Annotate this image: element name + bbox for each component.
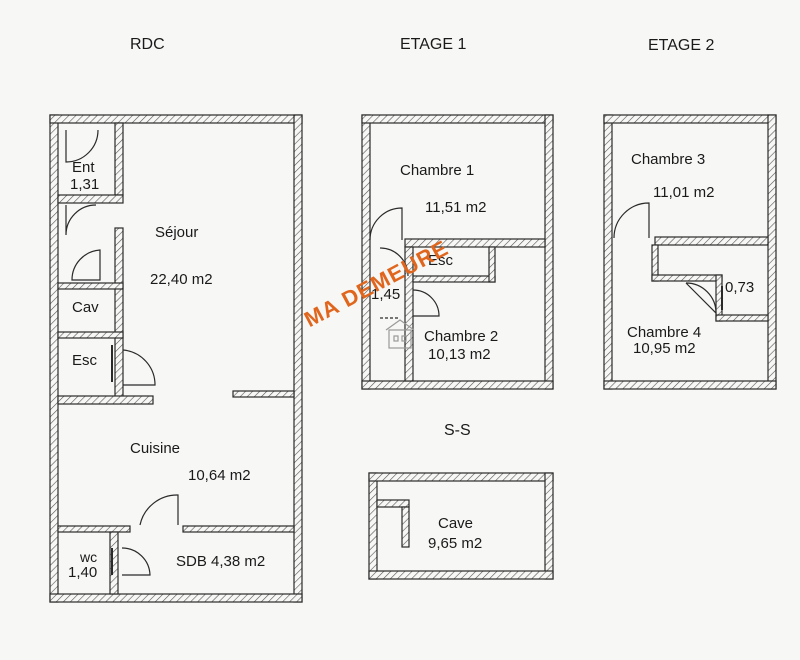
sejour-label: Séjour — [155, 224, 199, 241]
chambre1-area: 11,51 m2 — [425, 199, 487, 216]
etage1-doors — [369, 207, 440, 319]
ent-area: 1,31 — [70, 176, 100, 193]
cave-area: 9,65 m2 — [428, 535, 483, 552]
rdc-doors — [65, 129, 179, 576]
chambre3-label: Chambre 3 — [631, 151, 706, 168]
etage1-plan — [361, 114, 554, 390]
rdc-plan — [49, 114, 303, 603]
small-e1-area: 1,45 — [371, 286, 401, 303]
etage1-header: ETAGE 1 — [400, 36, 467, 53]
ent-label: Ent — [72, 159, 95, 176]
chambre4-label: Chambre 4 — [627, 324, 702, 341]
etage2-plan — [603, 114, 777, 390]
chambre2-label: Chambre 2 — [424, 328, 499, 345]
etage2-doors — [613, 202, 723, 315]
esc-e1-label: Esc — [428, 252, 454, 269]
wc-area: 1,40 — [68, 564, 98, 581]
cave-label: Cave — [438, 515, 474, 532]
wc-label: wc — [80, 549, 98, 565]
chambre4-area: 10,95 m2 — [633, 340, 696, 357]
chambre2-area: 10,13 m2 — [428, 346, 491, 363]
etage2-header: ETAGE 2 — [648, 37, 715, 54]
sejour-area: 22,40 m2 — [150, 271, 213, 288]
ss-plan — [368, 472, 554, 580]
chambre3-area: 11,01 m2 — [653, 184, 715, 201]
esc-rdc-label: Esc — [72, 352, 98, 369]
rdc-header: RDC — [130, 36, 165, 53]
small-e2-area: 0,73 — [725, 279, 755, 296]
cuisine-label: Cuisine — [130, 440, 181, 457]
watermark-house-icon — [385, 319, 415, 349]
cav-label: Cav — [72, 299, 99, 316]
cuisine-area: 10,64 m2 — [188, 467, 251, 484]
chambre1-label: Chambre 1 — [400, 162, 475, 179]
ss-header: S-S — [444, 422, 471, 439]
sdb-label: SDB 4,38 m2 — [176, 553, 266, 570]
